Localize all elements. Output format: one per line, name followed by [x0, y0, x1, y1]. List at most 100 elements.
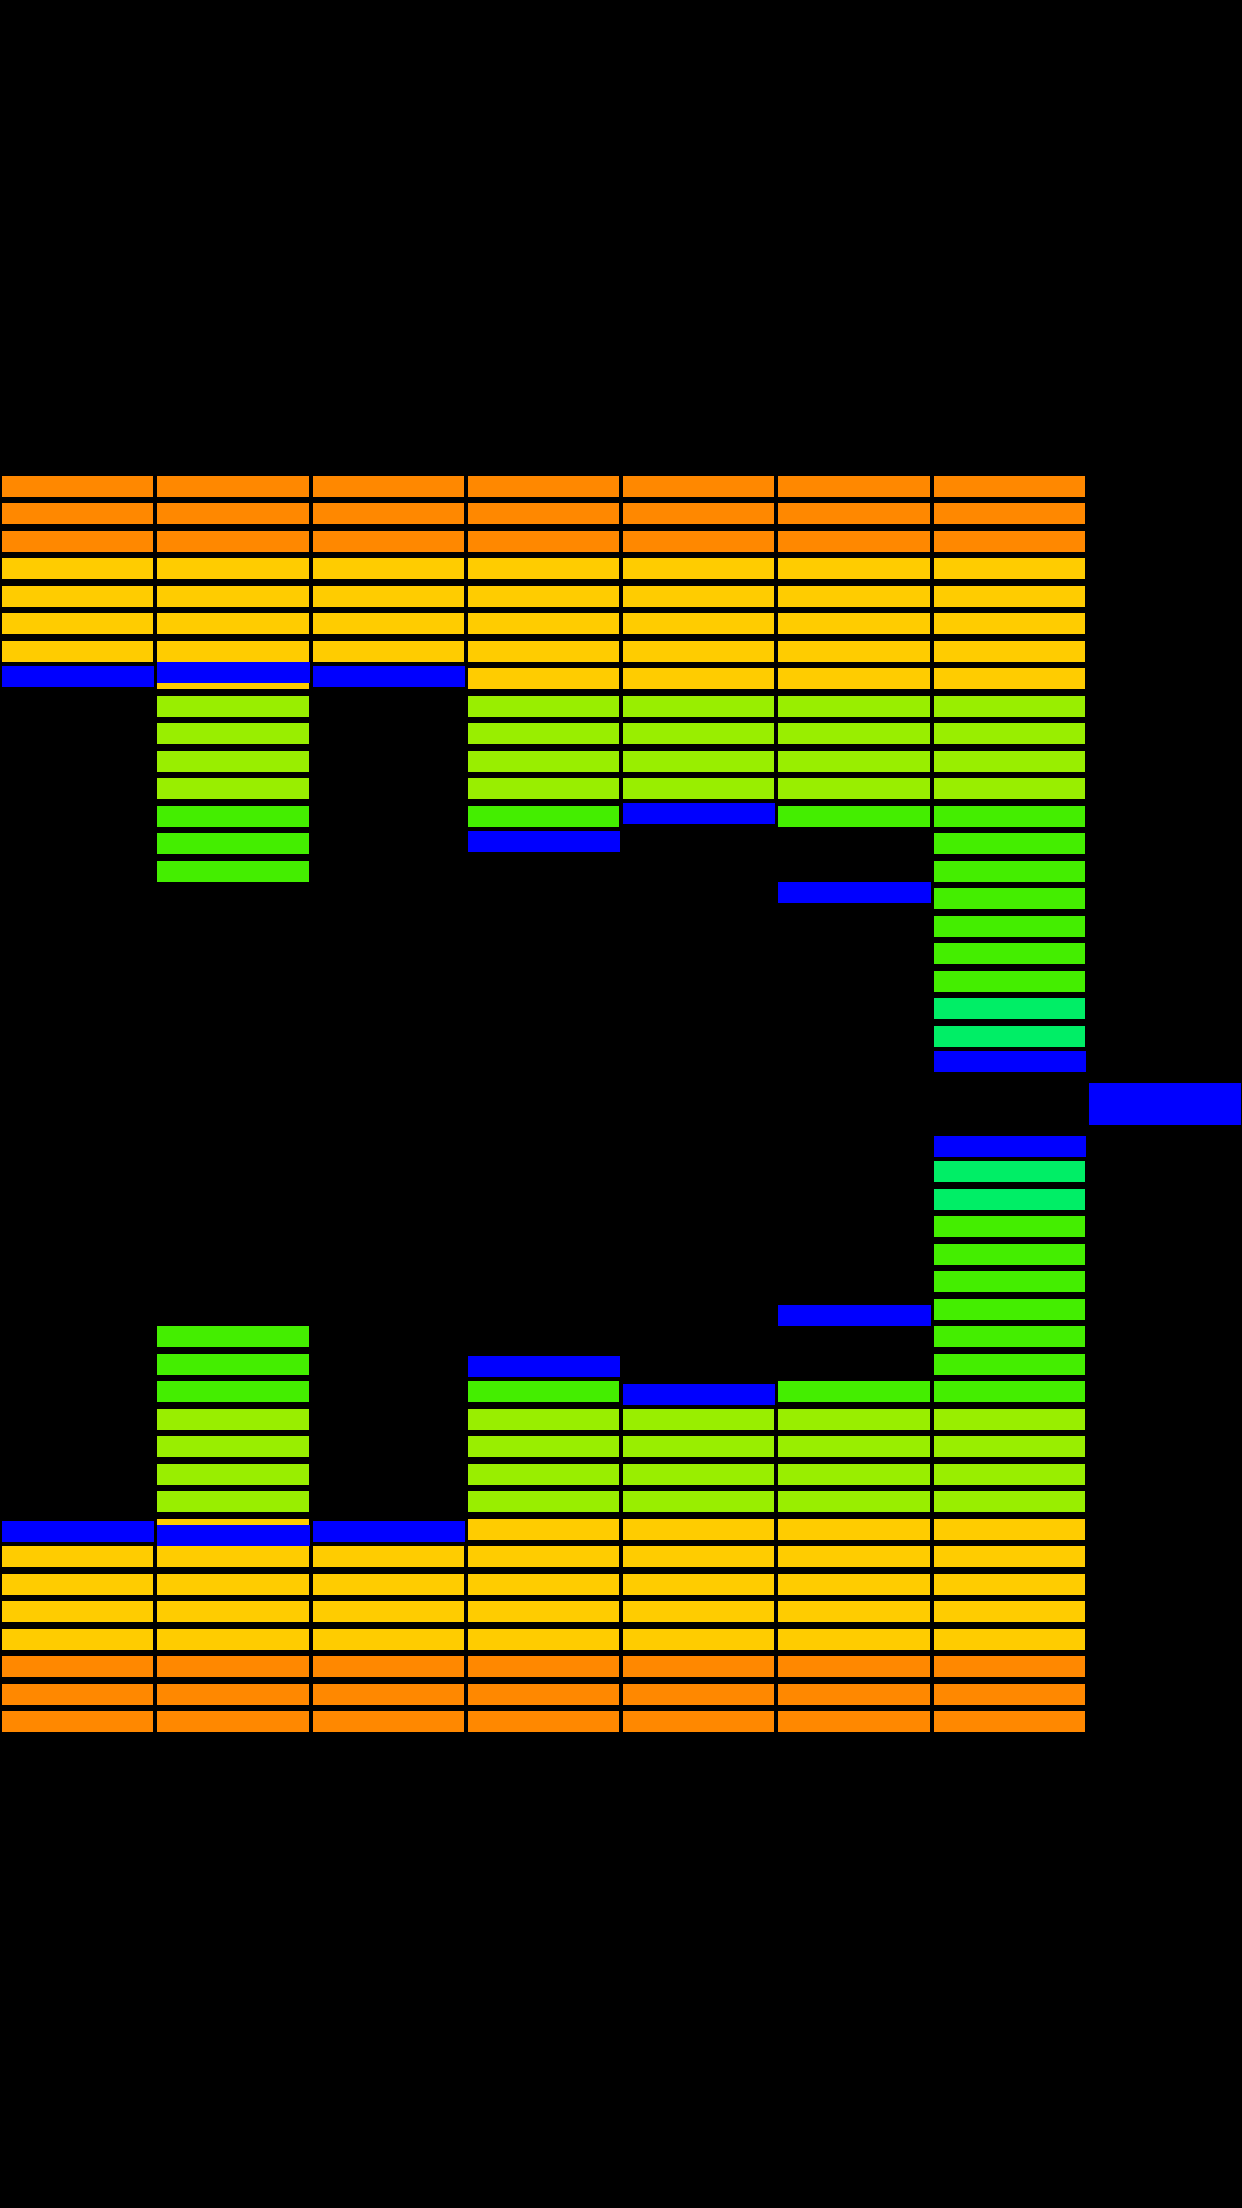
bottom-col-2-segment-10: [155, 1461, 311, 1487]
bottom-col-6-segment-9: [776, 1489, 932, 1514]
bottom-col-7-segment-12: [931, 1406, 1087, 1432]
top-col-4-segment-3: [465, 529, 621, 554]
top-col-7-segment-13: [931, 804, 1087, 829]
top-col-2-segment-13: [155, 804, 311, 829]
top-col-6-segment-12: [776, 776, 932, 802]
top-col-7-segment-5: [931, 584, 1087, 609]
bottom-col-3-segment-5: [310, 1599, 466, 1624]
top-col-2-segment-6: [155, 611, 311, 637]
bottom-col-1-segment-5: [0, 1599, 156, 1624]
top-col-4-segment-5: [465, 584, 621, 609]
top-col-7-segment-16: [931, 886, 1087, 912]
bottom-col-3-segment-6: [310, 1571, 466, 1597]
top-col-7-segment-11: [931, 749, 1087, 774]
bottom-col-3-segment-1: [310, 1709, 466, 1734]
top-col-6-segment-9: [776, 694, 932, 719]
bottom-col-5-segment-1: [621, 1709, 777, 1734]
bottom-col-4-segment-4: [465, 1626, 621, 1652]
top-col-8-peak-marker: [1088, 1083, 1241, 1104]
bottom-col-7-segment-9: [931, 1489, 1087, 1514]
bottom-col-4-segment-7: [465, 1544, 621, 1569]
top-col-2-segment-15: [155, 859, 311, 884]
top-col-1-segment-7: [0, 639, 156, 664]
bottom-col-6-segment-7: [776, 1544, 932, 1569]
top-col-6-segment-8: [776, 666, 932, 692]
top-col-7-segment-9: [931, 694, 1087, 719]
top-col-6-segment-4: [776, 556, 932, 582]
bottom-col-7-segment-2: [931, 1681, 1087, 1707]
top-col-2-segment-5: [155, 584, 311, 609]
top-col-4-segment-8: [465, 666, 621, 692]
bottom-col-6-segment-11: [776, 1434, 932, 1459]
bottom-col-6-segment-3: [776, 1654, 932, 1679]
top-col-6-peak-marker: [778, 882, 931, 903]
top-col-2-segment-9: [155, 694, 311, 719]
bottom-col-3-segment-7: [310, 1544, 466, 1569]
bottom-col-7-segment-19: [931, 1214, 1087, 1239]
bottom-col-4-segment-13: [465, 1379, 621, 1404]
bottom-col-2-segment-5: [155, 1599, 311, 1624]
bottom-col-6-segment-4: [776, 1626, 932, 1652]
top-col-6-segment-1: [776, 474, 932, 499]
bottom-col-5-segment-12: [621, 1406, 777, 1432]
top-col-4-segment-7: [465, 639, 621, 664]
top-col-2-segment-4: [155, 556, 311, 582]
top-col-1-segment-2: [0, 501, 156, 527]
top-col-5-segment-4: [621, 556, 777, 582]
bottom-col-2-segment-13: [155, 1379, 311, 1404]
top-col-4-segment-12: [465, 776, 621, 802]
top-col-6-segment-6: [776, 611, 932, 637]
top-col-5-peak-marker: [623, 803, 776, 825]
top-col-7-segment-8: [931, 666, 1087, 692]
top-col-6-segment-10: [776, 721, 932, 747]
top-col-5-segment-5: [621, 584, 777, 609]
top-col-2-segment-11: [155, 749, 311, 774]
top-col-1-segment-3: [0, 529, 156, 554]
bottom-col-4-segment-5: [465, 1599, 621, 1624]
top-col-7-segment-1: [931, 474, 1087, 499]
bottom-col-2-segment-9: [155, 1489, 311, 1514]
bottom-col-2-segment-6: [155, 1571, 311, 1597]
bottom-col-1-segment-3: [0, 1654, 156, 1679]
bottom-col-4-segment-6: [465, 1571, 621, 1597]
bottom-col-7-peak-marker: [933, 1136, 1086, 1157]
bottom-col-5-segment-11: [621, 1434, 777, 1459]
top-col-3-segment-1: [310, 474, 466, 499]
top-col-6-segment-3: [776, 529, 932, 554]
bottom-col-1-segment-6: [0, 1571, 156, 1597]
bottom-col-4-segment-8: [465, 1516, 621, 1542]
top-col-2-segment-14: [155, 831, 311, 857]
bottom-col-6-peak-marker: [778, 1305, 931, 1326]
bottom-col-1-segment-4: [0, 1626, 156, 1652]
top-col-7-segment-14: [931, 831, 1087, 857]
bottom-col-5-segment-7: [621, 1544, 777, 1569]
bottom-col-7-segment-13: [931, 1379, 1087, 1404]
spectrum-meter-top: [0, 474, 1241, 1104]
bottom-col-5-segment-8: [621, 1516, 777, 1542]
bottom-col-2-segment-15: [155, 1324, 311, 1349]
bottom-col-3-peak-marker: [312, 1521, 465, 1542]
top-col-6-segment-7: [776, 639, 932, 664]
top-col-3-segment-3: [310, 529, 466, 554]
bottom-col-7-segment-8: [931, 1516, 1087, 1542]
bottom-col-5-segment-3: [621, 1654, 777, 1679]
top-col-5-segment-9: [621, 694, 777, 719]
bottom-col-4-segment-3: [465, 1654, 621, 1679]
top-col-7-segment-7: [931, 639, 1087, 664]
top-col-7-segment-2: [931, 501, 1087, 527]
bottom-col-5-segment-10: [621, 1461, 777, 1487]
top-col-6-segment-13: [776, 804, 932, 829]
bottom-col-7-segment-1: [931, 1709, 1087, 1734]
top-col-2-segment-1: [155, 474, 311, 499]
bottom-col-7-segment-11: [931, 1434, 1087, 1459]
top-col-1-segment-4: [0, 556, 156, 582]
bottom-col-5-segment-2: [621, 1681, 777, 1707]
top-col-3-peak-marker: [312, 666, 465, 687]
bottom-col-6-segment-2: [776, 1681, 932, 1707]
top-col-5-segment-1: [621, 474, 777, 499]
top-col-5-segment-7: [621, 639, 777, 664]
bottom-col-4-segment-9: [465, 1489, 621, 1514]
top-col-7-segment-10: [931, 721, 1087, 747]
top-col-4-segment-9: [465, 694, 621, 719]
